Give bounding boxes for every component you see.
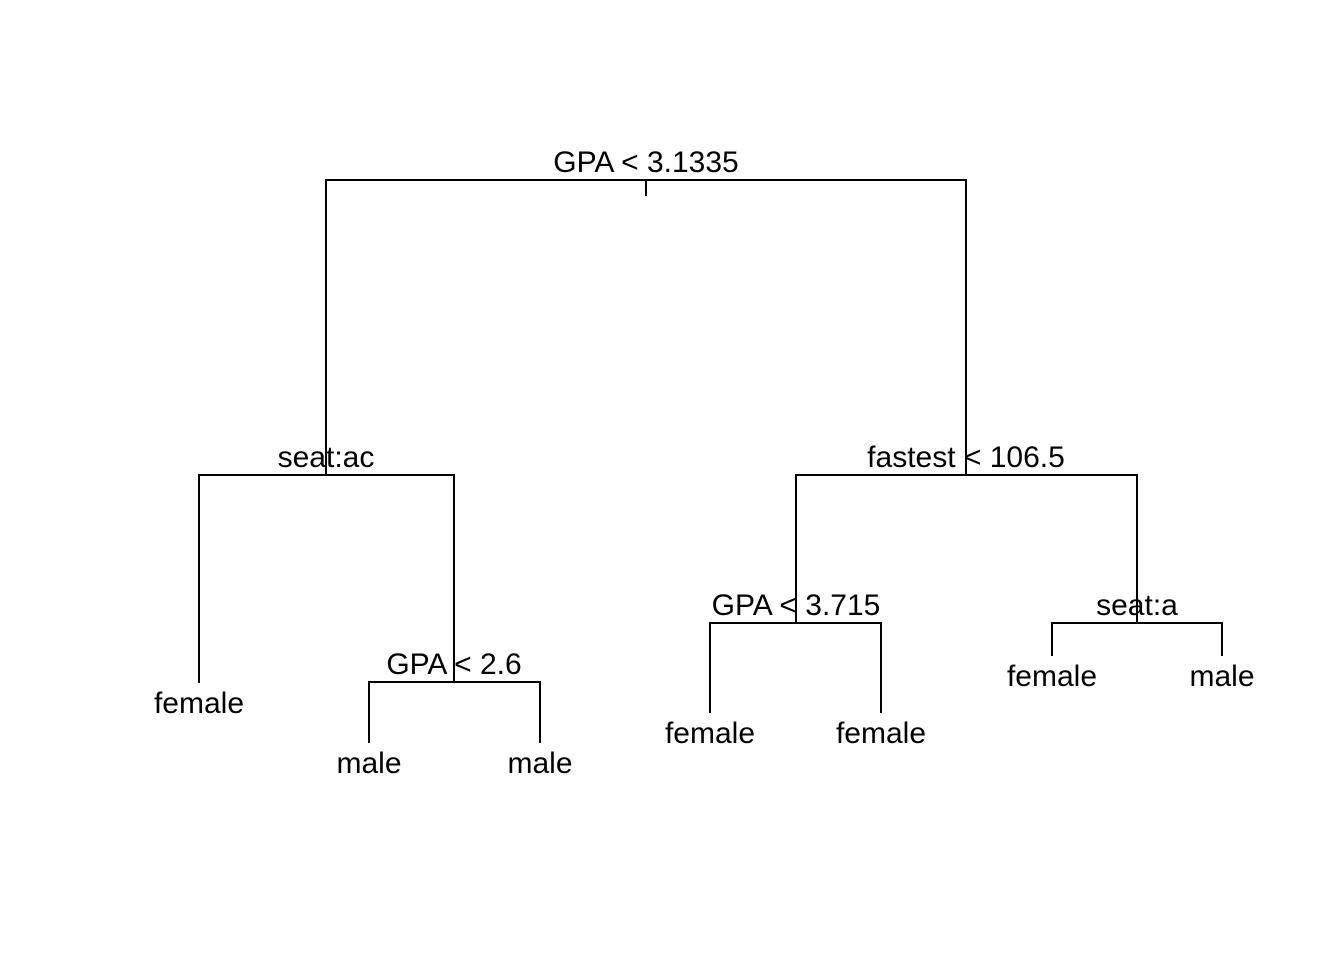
left-split-label: seat:ac bbox=[278, 441, 375, 474]
rr-split-label: seat:a bbox=[1096, 589, 1178, 622]
root-split-label: GPA < 3.1335 bbox=[553, 146, 738, 179]
right-split-label: fastest < 106.5 bbox=[867, 441, 1065, 474]
leaf-label: male bbox=[1189, 660, 1254, 693]
leaf-label: male bbox=[336, 747, 401, 780]
lr-split-label: GPA < 2.6 bbox=[386, 648, 521, 681]
node-right-left-split: GPA < 3.715 bbox=[709, 589, 882, 713]
leaf-label: female bbox=[1007, 660, 1097, 693]
node-left-split: seat:ac bbox=[198, 441, 455, 683]
node-root-split: GPA < 3.1335 bbox=[325, 146, 967, 476]
node-left-right-split: GPA < 2.6 bbox=[368, 648, 541, 743]
node-right-split: fastest < 106.5 bbox=[795, 441, 1138, 624]
leaf-label: female bbox=[154, 687, 244, 720]
leaf-label: female bbox=[836, 717, 926, 750]
node-right-right-split: seat:a bbox=[1051, 589, 1223, 656]
leaf-label: male bbox=[507, 747, 572, 780]
leaf-label: female bbox=[665, 717, 755, 750]
rl-split-label: GPA < 3.715 bbox=[712, 589, 881, 622]
